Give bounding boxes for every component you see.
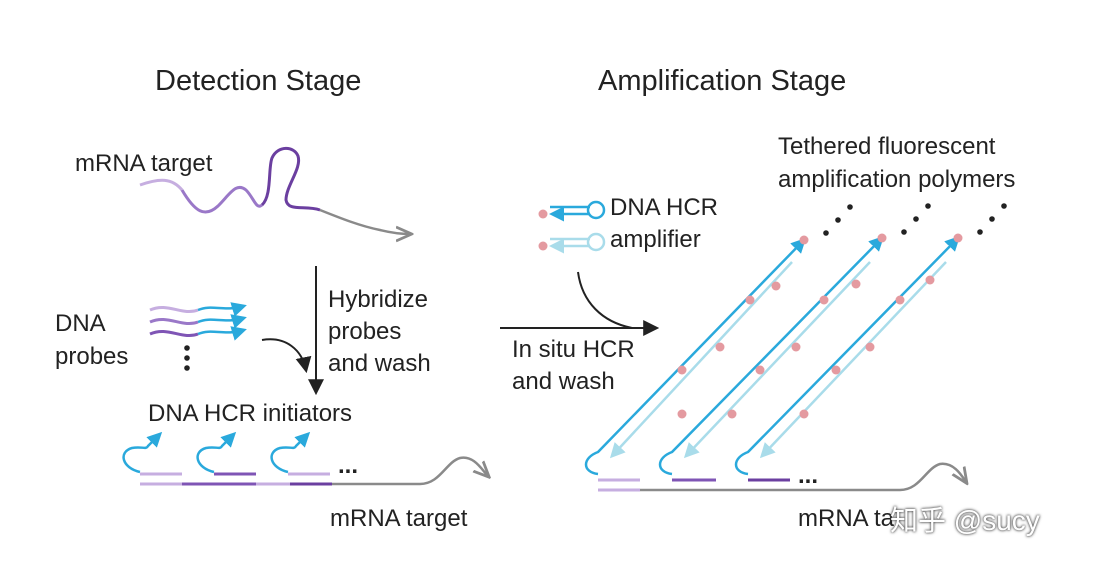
in-situ-step-line2: and wash [512, 368, 615, 395]
probes-join-arrow [261, 338, 312, 374]
watermark: 知乎 @sucy [890, 505, 1040, 536]
dna-hcr-initiators-label: DNA HCR initiators [148, 400, 353, 427]
amplification-stage-title: Amplification Stage [598, 65, 847, 97]
amplification-ellipsis: ... [798, 462, 819, 489]
amplifier-join-arrow [577, 271, 633, 329]
in-situ-step-line1: In situ HCR [512, 336, 635, 363]
detection-stage-title: Detection Stage [155, 65, 362, 97]
mrna-target-bottom-label: mRNA target [330, 505, 468, 532]
polymers-label-line1: Tethered fluorescent [778, 133, 996, 160]
polymers-label-line2: amplification polymers [778, 166, 1016, 193]
dna-hcr-amplifier-line2: amplifier [610, 226, 701, 253]
dna-probes-graphic [149, 302, 247, 371]
hybridize-step-line2: probes [328, 318, 402, 345]
amplification-polymers [584, 203, 1007, 492]
mrna-target-top-label: mRNA target [75, 150, 213, 177]
dna-hcr-amplifier-line1: DNA HCR [610, 194, 719, 221]
mrna-target-amplification-label: mRNA ta [798, 505, 895, 532]
bound-initiators-graphic [122, 431, 488, 486]
hybridize-step-line3: and wash [328, 350, 431, 377]
hcr-amplifier-hairpins [538, 200, 606, 254]
mrna-target-top-strand [139, 146, 410, 234]
dna-probes-label-line2: probes [55, 343, 129, 370]
dna-probes-label-line1: DNA [55, 310, 106, 337]
hybridize-step-line1: Hybridize [328, 286, 429, 313]
detection-ellipsis: ... [338, 452, 359, 479]
